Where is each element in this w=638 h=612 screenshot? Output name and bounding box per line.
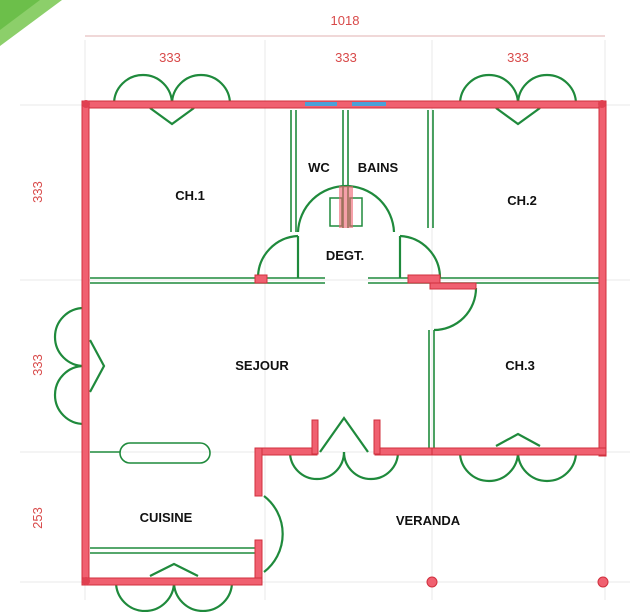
dimension-row-middle: 333	[30, 354, 45, 376]
room-label-wc: WC	[308, 160, 330, 175]
dimension-row-bottom: 253	[30, 507, 45, 529]
room-label-veranda: VERANDA	[396, 513, 461, 528]
dimension-segment-right: 333	[507, 50, 529, 65]
dimension-segment-middle: 333	[335, 50, 357, 65]
room-label-ch3: CH.3	[505, 358, 535, 373]
exterior-walls	[81, 100, 609, 588]
background-grid	[20, 40, 630, 600]
room-label-degt: DEGT.	[326, 248, 364, 263]
dimension-total-width: 1018	[331, 13, 360, 28]
room-label-bains: BAINS	[358, 160, 399, 175]
ventilation-shafts	[329, 186, 363, 228]
interior-partitions	[90, 110, 600, 554]
windows	[305, 102, 386, 106]
dimension-row-top: 333	[30, 181, 45, 203]
door-swings	[53, 73, 578, 612]
room-label-ch2: CH.2	[507, 193, 537, 208]
room-label-cuisine: CUISINE	[140, 510, 193, 525]
corner-decoration-inner	[0, 0, 40, 30]
room-label-ch1: CH.1	[175, 188, 205, 203]
dimension-segment-left: 333	[159, 50, 181, 65]
room-label-sejour: SEJOUR	[235, 358, 289, 373]
